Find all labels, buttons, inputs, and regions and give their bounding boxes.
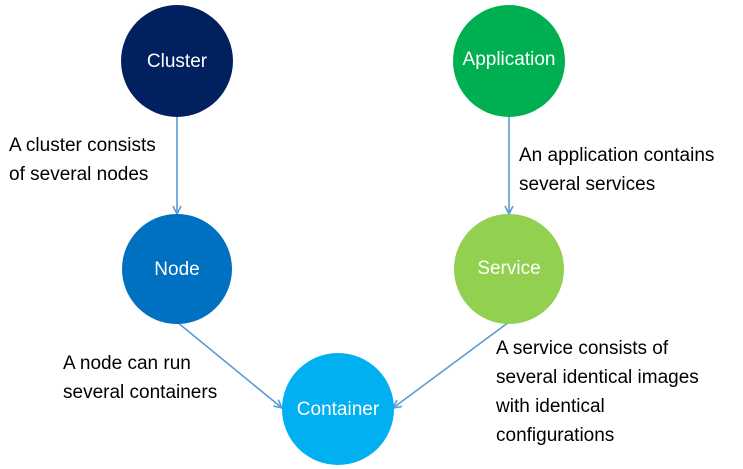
- edge-label-line: configurations: [496, 425, 614, 446]
- edge-label-line: several containers: [63, 382, 217, 403]
- edge-label-line: A service consists of: [496, 338, 669, 359]
- node-application: Application: [453, 5, 565, 117]
- edge-label-cluster-node: A cluster consists of several nodes: [9, 135, 161, 185]
- edge-service-to-container: [393, 321, 510, 408]
- edge-label-line: of several nodes: [9, 164, 148, 185]
- edge-label-line: A node can run: [63, 353, 191, 374]
- node-application-label: Application: [463, 49, 556, 70]
- node-node: Node: [122, 214, 232, 324]
- edge-label-line: several services: [519, 174, 655, 195]
- edge-label-line: several identical images: [496, 367, 699, 388]
- node-cluster: Cluster: [121, 5, 233, 117]
- node-node-circle: [122, 214, 232, 324]
- node-service-label: Service: [477, 258, 540, 279]
- node-container: Container: [282, 353, 394, 465]
- edge-label-node-container: A node can run several containers: [63, 353, 217, 403]
- node-cluster-circle: [121, 5, 233, 117]
- edge-label-application-service: An application contains several services: [519, 145, 720, 195]
- edge-label-line: with identical: [495, 396, 605, 417]
- edge-label-line: An application contains: [519, 145, 714, 166]
- node-node-label: Node: [154, 259, 199, 280]
- node-service-circle: [454, 214, 564, 324]
- edge-node-to-container: [176, 321, 282, 408]
- edge-label-service-container: A service consists of several identical …: [495, 338, 704, 446]
- edge-label-line: A cluster consists: [9, 135, 156, 156]
- node-application-circle: [453, 5, 565, 117]
- node-service: Service: [454, 214, 564, 324]
- node-container-label: Container: [297, 399, 380, 420]
- node-cluster-label: Cluster: [147, 51, 208, 72]
- node-container-circle: [282, 353, 394, 465]
